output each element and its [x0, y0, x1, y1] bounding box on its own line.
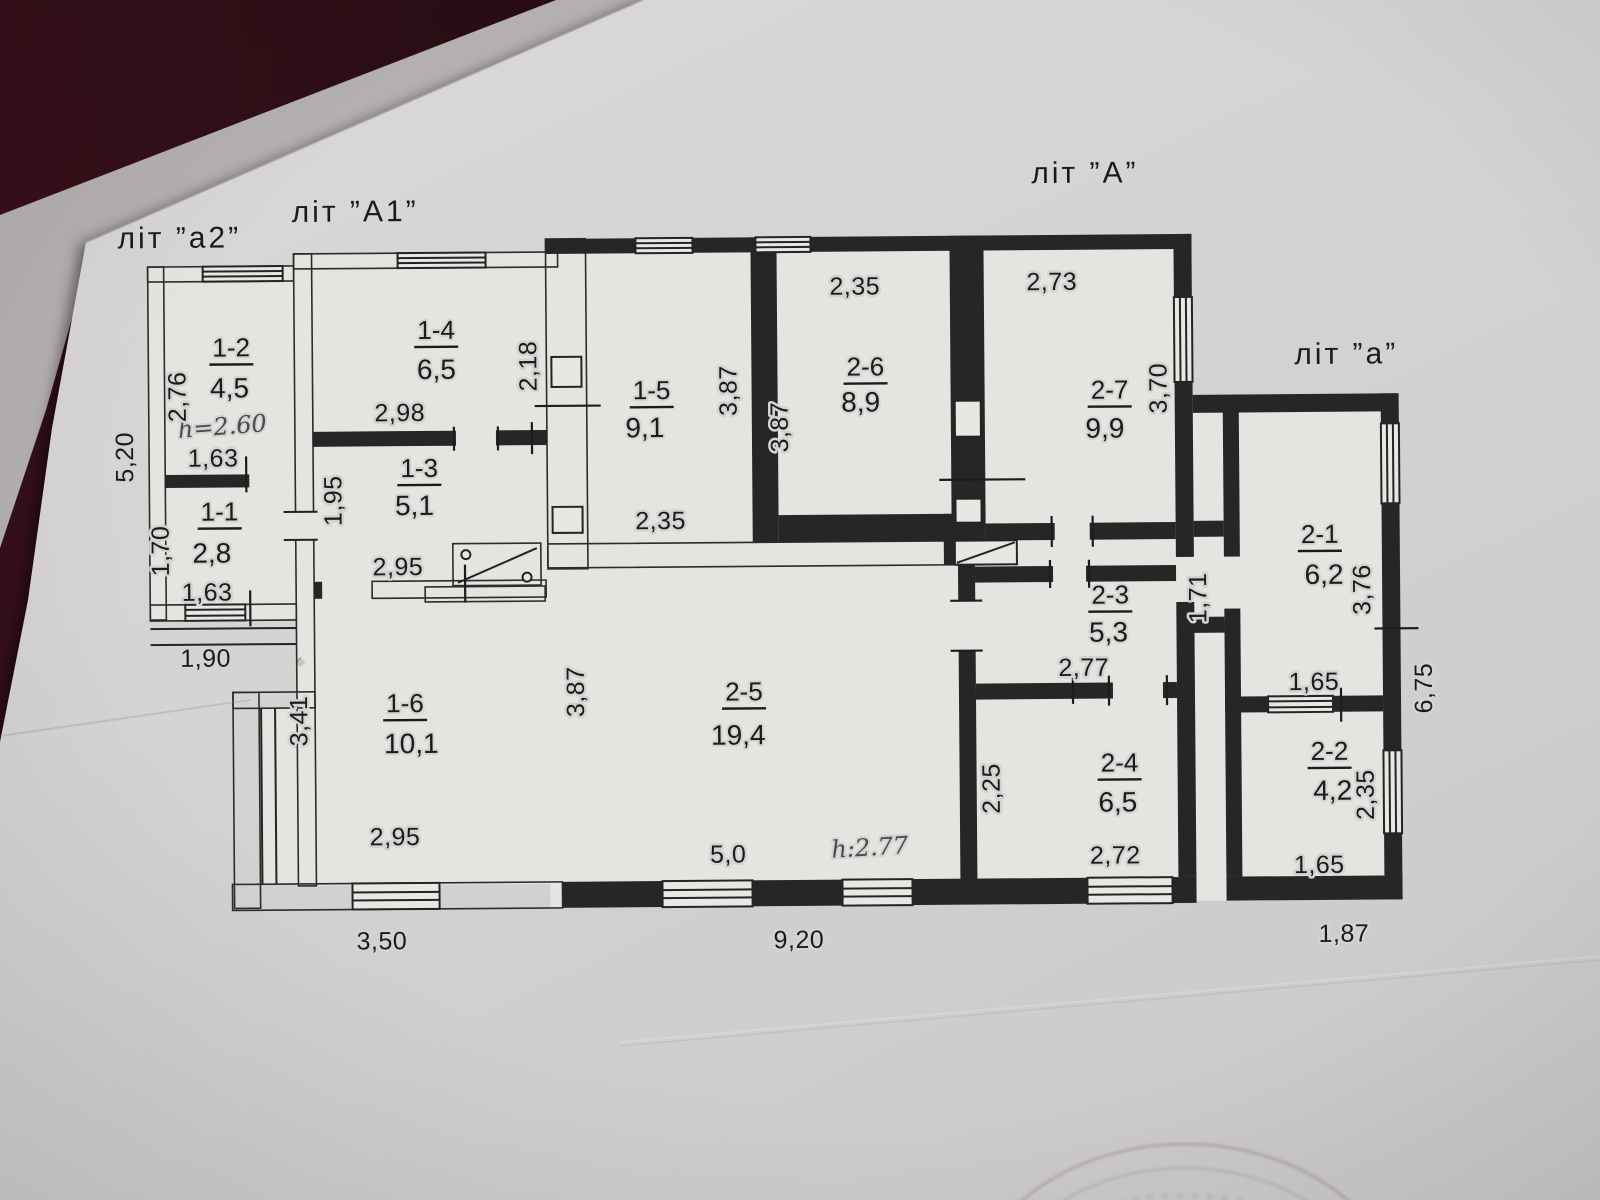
dim-label: 1,63	[188, 444, 239, 472]
dim-label: 1,70	[147, 526, 175, 577]
room-id: 2-5	[725, 676, 763, 706]
dim-label: 3,70	[1144, 363, 1172, 414]
dim-label: 2,77	[1058, 654, 1109, 682]
dim-label: 2,72	[1090, 841, 1141, 869]
dim-label: 1,95	[319, 475, 347, 526]
dim-label: 2,35	[1352, 769, 1380, 820]
room-area: 2,8	[192, 537, 231, 568]
dim-label: 1,90	[180, 644, 231, 672]
window-symbol	[1382, 749, 1404, 835]
dim-label: 1,71	[1184, 572, 1212, 623]
room-id: 1-2	[212, 332, 250, 362]
room-id: 1-3	[400, 453, 438, 483]
room-area: 6,5	[417, 354, 456, 385]
round-stamp-mark	[1020, 1142, 1350, 1200]
room-floors	[147, 233, 1403, 908]
room-id: 2-4	[1101, 747, 1139, 777]
dim-label: 3,41	[285, 695, 313, 746]
dim-label: 1,63	[182, 578, 233, 606]
dimension-ticks	[244, 404, 1419, 722]
height-note: h:2.77	[830, 831, 909, 864]
room-id: 1-6	[386, 688, 424, 718]
room-area: 9,1	[625, 412, 664, 443]
window-symbol	[1266, 694, 1335, 714]
dim-label: 3,87	[562, 666, 590, 717]
dim-label: 1,65	[1294, 851, 1345, 879]
room-area: 5,3	[1089, 616, 1128, 647]
dim-label: 3,87	[766, 402, 794, 453]
dim-label: 5,0	[710, 840, 746, 868]
dim-label: 2,35	[829, 272, 880, 300]
window-symbol	[201, 265, 284, 283]
dim-label: 2,95	[370, 823, 421, 851]
dim-label: 1,87	[1318, 920, 1369, 948]
building-label-a2: літ ”а2”	[117, 221, 241, 255]
dim-label: 9,20	[773, 926, 824, 954]
dim-label: 2,98	[374, 399, 425, 427]
dim-label: 6,75	[1410, 663, 1438, 714]
room-area: 5,1	[395, 490, 434, 521]
dim-label: 2,18	[514, 341, 542, 392]
dim-label: 2,95	[373, 553, 424, 581]
building-label-a: літ ”а”	[1294, 337, 1398, 371]
window-symbol	[1379, 422, 1401, 505]
room-id: 1-4	[417, 315, 455, 345]
dim-label: 5,20	[111, 432, 139, 483]
room-id: 2-3	[1091, 579, 1129, 609]
building-label-A1: літ ”А1”	[292, 195, 419, 229]
room-area: 8,9	[841, 386, 880, 417]
window-symbol	[754, 235, 812, 254]
room-id: 1-5	[633, 375, 671, 405]
room-area: 19,4	[711, 719, 766, 750]
room-id: 2-7	[1091, 374, 1129, 404]
window-symbol	[351, 881, 441, 911]
room-area: 6,2	[1304, 559, 1343, 590]
room-area: 10,1	[384, 728, 439, 759]
window-symbol	[184, 603, 247, 622]
room-labels: 1-2 4,5 h=2.60 1-1 2,8 1-4 6,5 1-3 5,1 1…	[175, 313, 1354, 866]
building-label-A: літ ”А”	[1031, 156, 1139, 190]
room-id: 2-6	[846, 351, 884, 381]
window-symbol	[1172, 295, 1194, 384]
window-symbol	[396, 251, 487, 270]
room-id: 1-1	[201, 496, 239, 526]
room-id: 2-2	[1311, 736, 1349, 766]
dim-label: 3,87	[714, 365, 742, 416]
window-symbol	[1086, 876, 1174, 905]
window-symbol	[841, 878, 914, 907]
room-area: 6,5	[1098, 786, 1137, 817]
room-area: 4,5	[210, 372, 249, 403]
room-area: 4,2	[1313, 775, 1352, 806]
dim-label: 2,35	[635, 507, 686, 535]
dim-label: 2,73	[1026, 268, 1077, 296]
window-symbol	[634, 236, 694, 255]
dim-label: 2,25	[978, 763, 1006, 814]
dim-label: 2,76	[163, 371, 191, 422]
dim-label: 1,65	[1288, 668, 1339, 696]
dim-label: 3,76	[1348, 564, 1376, 615]
dimension-labels: 1,63 1,63 1,90 2,98 2,95 2,95 3,50 2,35 …	[108, 265, 1440, 958]
room-id: 2-1	[1301, 519, 1339, 549]
windows	[184, 235, 1404, 911]
stove-symbol	[953, 539, 1018, 566]
window-symbol	[661, 879, 754, 909]
dim-label: 3,50	[356, 927, 407, 955]
stove-symbol	[451, 542, 542, 587]
room-area: 9,9	[1085, 412, 1124, 443]
